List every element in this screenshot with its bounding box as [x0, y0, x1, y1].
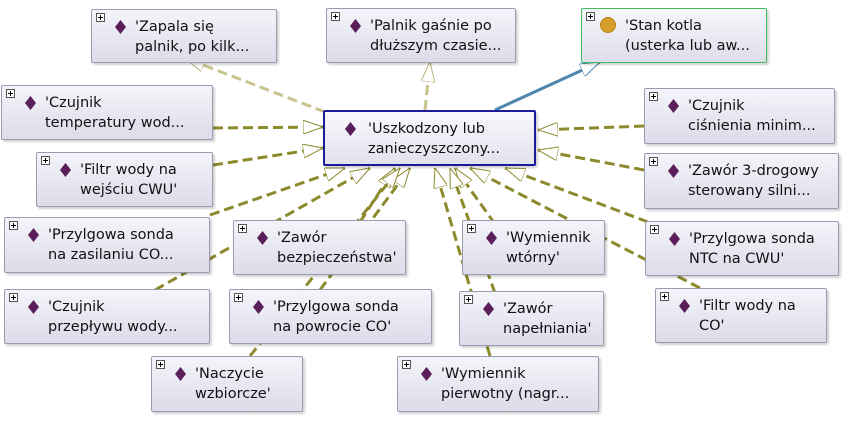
plus-square-icon[interactable] [6, 89, 15, 98]
node-wymiennik-pierw[interactable]: 'Wymiennik pierwotny (nagr... [397, 356, 599, 412]
node-zawor-nap[interactable]: 'Zawór napełniania' [459, 291, 604, 346]
node-label: 'Zawór bezpieczeństwa' [277, 230, 397, 266]
node-label: 'Wymiennik wtórny' [506, 230, 591, 266]
plus-square-icon[interactable] [650, 225, 659, 234]
node-label: 'Przylgowa sonda na zasilaniu CO... [48, 227, 174, 263]
edge-center-palnik [425, 62, 430, 111]
plus-square-icon[interactable] [402, 360, 411, 369]
node-label: 'Czujnik ciśnienia minim... [688, 98, 816, 134]
plus-square-icon[interactable] [331, 12, 340, 21]
plus-square-icon[interactable] [586, 12, 595, 21]
edge-center-status [494, 60, 600, 112]
node-center[interactable]: 'Uszkodzony lub zanieczyszczony... [323, 110, 536, 166]
node-label: 'Czujnik przepływu wody... [48, 299, 178, 335]
node-label: 'Naczycie wzbiorcze' [195, 366, 271, 402]
diamond-icon [25, 96, 36, 110]
edge-czujnik-cisn [538, 126, 645, 130]
node-stan-kotla[interactable]: 'Stan kotla (usterka lub aw... [581, 8, 767, 63]
node-label: 'Zawór napełniania' [503, 301, 592, 337]
node-label: 'Uszkodzony lub zanieczyszczony... [368, 121, 500, 157]
diamond-icon [668, 164, 679, 178]
node-czujnik-temp[interactable]: 'Czujnik temperatury wod... [1, 85, 213, 140]
node-czujnik-cisn[interactable]: 'Czujnik ciśnienia minim... [644, 88, 835, 144]
diamond-icon [28, 228, 39, 242]
diamond-icon [421, 367, 432, 381]
diamond-icon [668, 99, 679, 113]
diamond-icon [486, 231, 497, 245]
node-naczynie[interactable]: 'Naczycie wzbiorcze' [151, 356, 303, 412]
node-label: 'Czujnik temperatury wod... [45, 95, 185, 131]
plus-square-icon[interactable] [238, 224, 247, 233]
plus-square-icon[interactable] [9, 221, 18, 230]
edge-center-zapala [185, 56, 326, 114]
node-filtr-cwu[interactable]: 'Filtr wody na wejściu CWU' [36, 152, 213, 207]
plus-square-icon[interactable] [464, 295, 473, 304]
node-zawor-3[interactable]: 'Zawór 3-drogowy sterowany silni... [644, 153, 839, 209]
plus-square-icon[interactable] [41, 156, 50, 165]
node-zawor-bezp[interactable]: 'Zawór bezpieczeństwa' [233, 220, 406, 275]
diamond-icon [60, 163, 71, 177]
node-filtr-co[interactable]: 'Filtr wody na CO' [655, 288, 827, 343]
node-wymiennik-wt[interactable]: 'Wymiennik wtórny' [462, 220, 605, 275]
diamond-icon [350, 19, 361, 33]
edge-zawor-3 [538, 150, 645, 172]
node-label: 'Filtr wody na wejściu CWU' [80, 162, 178, 198]
plus-square-icon[interactable] [467, 224, 476, 233]
plus-square-icon[interactable] [660, 292, 669, 301]
edge-wymiennik-wt [453, 168, 497, 225]
plus-square-icon[interactable] [9, 293, 18, 302]
plus-square-icon[interactable] [649, 157, 658, 166]
node-label: 'Przylgowa sonda na powrocie CO' [273, 299, 399, 335]
plus-square-icon[interactable] [234, 293, 243, 302]
node-sonda-zas[interactable]: 'Przylgowa sonda na zasilaniu CO... [4, 217, 210, 273]
diamond-icon [115, 20, 126, 34]
node-zapala[interactable]: 'Zapala się palnik, po kilk... [91, 9, 277, 63]
plus-square-icon[interactable] [96, 13, 105, 22]
edge-filtr-cwu [212, 148, 323, 167]
node-label: 'Stan kotla (usterka lub aw... [625, 18, 750, 54]
node-palnik[interactable]: 'Palnik gaśnie po dłuższym czasie... [326, 8, 516, 63]
node-label: 'Filtr wody na CO' [699, 298, 796, 334]
node-label: 'Zapala się palnik, po kilk... [135, 19, 250, 55]
node-sonda-pow[interactable]: 'Przylgowa sonda na powrocie CO' [229, 289, 432, 344]
plus-square-icon[interactable] [649, 92, 658, 101]
edge-sonda-zas [209, 166, 345, 217]
edge-sonda-ntc [505, 166, 649, 224]
node-label: 'Przylgowa sonda NTC na CWU' [689, 231, 815, 267]
node-czujnik-przep[interactable]: 'Czujnik przepływu wody... [4, 289, 210, 344]
diamond-icon [28, 300, 39, 314]
diamond-icon [483, 302, 494, 316]
diamond-icon [257, 231, 268, 245]
node-label: 'Palnik gaśnie po dłuższym czasie... [370, 18, 502, 54]
node-label: 'Wymiennik pierwotny (nagr... [441, 366, 570, 402]
diamond-icon [679, 299, 690, 313]
plus-square-icon[interactable] [156, 360, 165, 369]
diamond-icon [175, 367, 186, 381]
node-label: 'Zawór 3-drogowy sterowany silni... [688, 163, 819, 199]
node-sonda-ntc[interactable]: 'Przylgowa sonda NTC na CWU' [645, 221, 839, 276]
diamond-icon [253, 300, 264, 314]
edge-czujnik-temp [212, 127, 323, 128]
diamond-icon [669, 232, 680, 246]
circle-icon [600, 17, 616, 33]
diamond-icon [345, 122, 356, 136]
